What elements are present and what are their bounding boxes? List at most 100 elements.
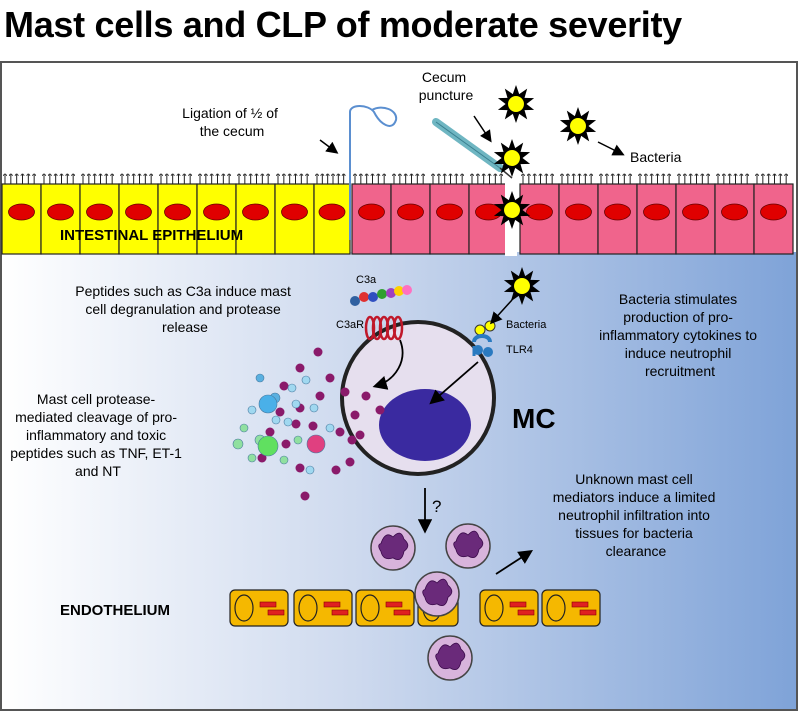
bacteria-top-label: Bacteria xyxy=(630,149,682,165)
granule xyxy=(347,435,357,445)
c3ar-label: C3aR xyxy=(336,319,364,331)
cecum-puncture-label: Cecum puncture xyxy=(419,69,474,103)
mediator-particle xyxy=(287,383,297,393)
neutrophils xyxy=(370,523,491,681)
granule xyxy=(325,373,335,383)
granule xyxy=(345,457,355,467)
yellow-epithelium-cell xyxy=(313,173,351,255)
yellow-epithelium-cell xyxy=(235,173,276,255)
c3ar-signal-arrow xyxy=(372,339,404,390)
pink-epithelium-cell xyxy=(675,173,716,255)
endothelial-cell xyxy=(541,589,601,627)
granule xyxy=(355,430,365,440)
bacterium-icon xyxy=(493,139,531,177)
mediator-particle xyxy=(306,434,326,454)
mediator-particle xyxy=(271,415,281,425)
endothelium-label: ENDOTHELIUM xyxy=(60,602,170,619)
bacteria-receptor-label: Bacteria xyxy=(506,319,547,331)
bacterium-icon xyxy=(503,267,541,305)
mediator-particle xyxy=(283,417,293,427)
mediator-particle xyxy=(291,399,301,409)
bacteria-stimulates-text: Bacteria stimulates production of pro- i… xyxy=(599,291,761,379)
yellow-epithelium-cell xyxy=(79,173,120,255)
granule xyxy=(350,410,360,420)
mediator-particle xyxy=(301,375,311,385)
healthy-epithelium xyxy=(1,173,351,255)
puncture-arrow xyxy=(473,115,492,143)
pink-epithelium-cell xyxy=(753,173,794,255)
bacteria-top-arrow xyxy=(597,141,625,156)
bacteria-tlr4-arrow xyxy=(489,299,513,325)
mast-cell-nucleus xyxy=(379,389,471,461)
neutrophil xyxy=(370,525,416,571)
inflamed-epithelium xyxy=(351,173,794,256)
endothelial-cell xyxy=(293,589,353,627)
mediator-particle xyxy=(258,394,278,414)
granule xyxy=(340,387,350,397)
unknown-mediators-text: Unknown mast cell mediators induce a lim… xyxy=(553,471,720,559)
mediator-particle xyxy=(247,405,257,415)
pink-epithelium-cell xyxy=(429,173,470,255)
granule xyxy=(375,405,385,415)
granule xyxy=(295,463,305,473)
granule xyxy=(335,427,345,437)
infiltration-arrow xyxy=(495,550,534,575)
granule xyxy=(265,427,275,437)
granule xyxy=(295,363,305,373)
granule xyxy=(331,465,341,475)
tlr4-label: TLR4 xyxy=(506,344,533,356)
granules xyxy=(232,347,385,501)
figure-frame xyxy=(0,61,798,711)
c3a-label: C3a xyxy=(356,274,377,286)
granule xyxy=(281,439,291,449)
tlr4-receptor xyxy=(472,320,496,357)
mediator-particle xyxy=(232,438,244,450)
granule xyxy=(308,421,318,431)
granule xyxy=(313,347,323,357)
bacterium-icon xyxy=(559,107,597,145)
endothelial-cell xyxy=(479,589,539,627)
neutrophil xyxy=(427,635,473,681)
mediator-particle xyxy=(239,423,249,433)
yellow-epithelium-cell xyxy=(196,173,237,255)
mast-cell xyxy=(340,320,496,476)
ligation-arrow xyxy=(319,139,339,154)
mediator-particle xyxy=(247,453,257,463)
mediator-particle xyxy=(325,423,335,433)
granule xyxy=(257,453,267,463)
pink-epithelium-cell xyxy=(597,173,638,255)
syringe-icon xyxy=(432,118,513,179)
neutrophil xyxy=(414,571,460,617)
intestinal-epithelium-label: INTESTINAL EPITHELIUM xyxy=(60,227,243,244)
mediator-particle xyxy=(309,403,319,413)
protease-text: Mast cell protease- mediated cleavage of… xyxy=(10,391,186,479)
ligation-tie xyxy=(349,105,398,240)
granule xyxy=(315,391,325,401)
ligation-label: Ligation of ½ of the cecum xyxy=(182,105,282,139)
endothelial-cell xyxy=(229,589,289,627)
mc-label: MC xyxy=(512,403,556,434)
mediator-particle xyxy=(255,373,265,383)
pink-epithelium-cell xyxy=(351,173,392,255)
granule xyxy=(279,381,289,391)
bacterium-icon xyxy=(497,85,535,123)
pink-epithelium-cell xyxy=(558,173,599,255)
bacteria-group xyxy=(493,85,597,305)
c3a-peptide xyxy=(350,285,412,306)
granule xyxy=(291,419,301,429)
mediator-particle xyxy=(293,435,303,445)
granule xyxy=(275,407,285,417)
tlr4-signal-arrow xyxy=(429,361,479,405)
pink-epithelium-cell xyxy=(714,173,755,255)
pink-epithelium-cell xyxy=(519,173,560,255)
neutrophil xyxy=(445,523,491,569)
pink-epithelium-cell xyxy=(636,173,677,255)
yellow-epithelium-cell xyxy=(274,173,315,255)
granule xyxy=(300,491,310,501)
c3ar-receptor xyxy=(364,315,404,341)
peptides-text: Peptides such as C3a induce mast cell de… xyxy=(75,283,294,335)
endothelial-cell xyxy=(355,589,415,627)
mediator-particle xyxy=(279,455,289,465)
yellow-epithelium-cell xyxy=(40,173,81,255)
